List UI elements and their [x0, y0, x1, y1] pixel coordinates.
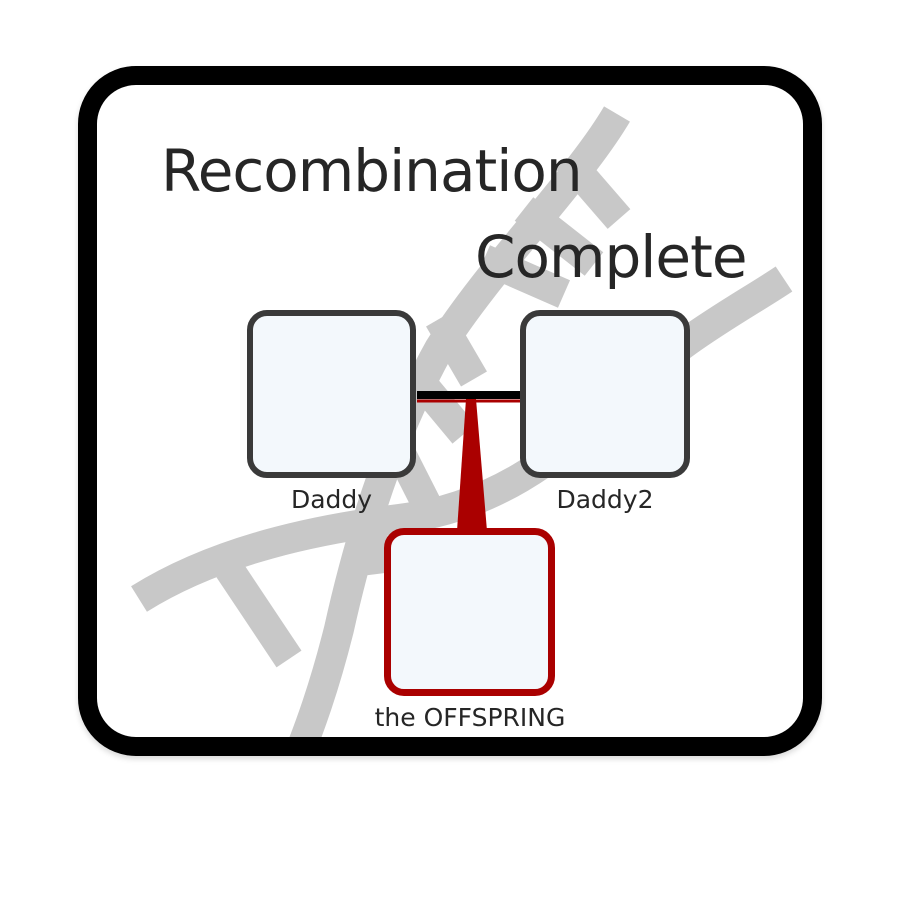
offspring-node[interactable] [384, 528, 555, 696]
offspring-label: the OFFSPRING [374, 703, 566, 732]
recombination-card: Recombination Complete Daddy Daddy2 the … [78, 66, 822, 756]
parent-node-daddy[interactable] [247, 310, 416, 478]
parent-label-daddy2: Daddy2 [556, 485, 654, 514]
recombination-connectors [417, 391, 522, 531]
title-line-2: Complete [475, 223, 748, 291]
parent-node-daddy2[interactable] [520, 310, 690, 478]
offspring-link-wedge [457, 399, 487, 531]
parent-label-daddy: Daddy [290, 485, 373, 514]
title-line-1: Recombination [161, 137, 583, 205]
